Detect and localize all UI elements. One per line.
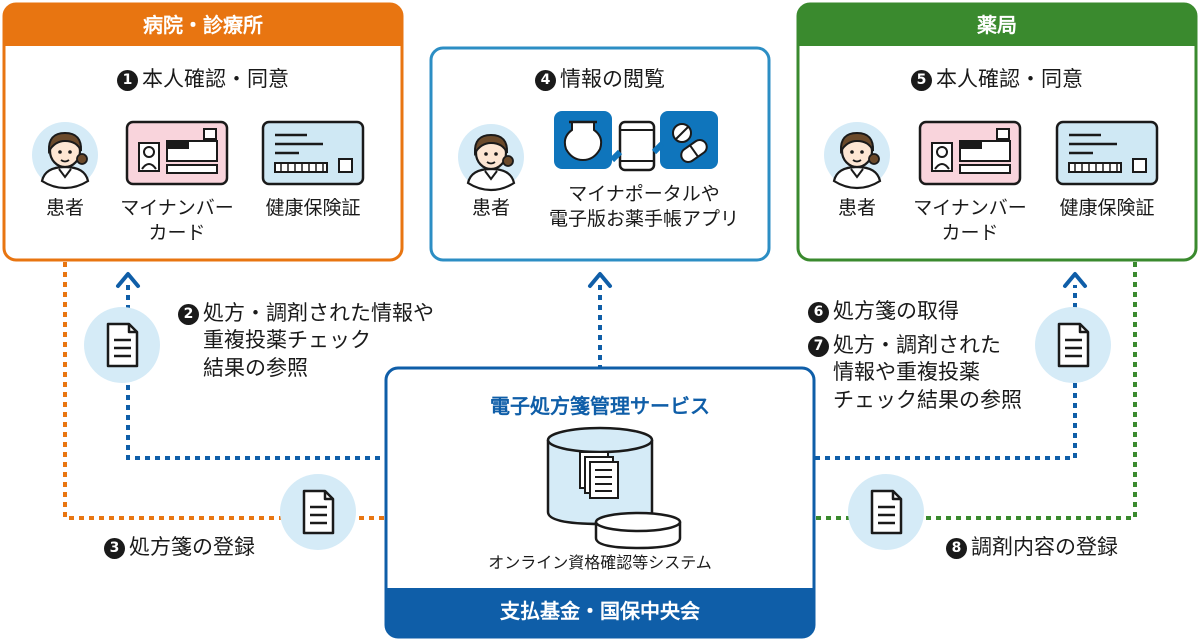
insurance-card-label: 健康保険証 — [1059, 197, 1155, 219]
step-number-badge: 8 — [946, 538, 967, 559]
step-number-badge: 3 — [104, 538, 125, 559]
document-icon — [82, 305, 162, 385]
step-number-badge: 5 — [911, 70, 932, 91]
service-footer: 支払基金・国保中央会 — [500, 599, 700, 623]
service-title: 電子処方箋管理サービス — [490, 394, 710, 418]
patient-label: 患者 — [45, 197, 84, 219]
patient-label: 患者 — [471, 197, 510, 219]
document-icon — [846, 472, 926, 552]
database-icon — [546, 426, 682, 550]
mynumber-card-icon — [918, 120, 1022, 186]
patient-icon — [456, 122, 526, 192]
step-number-badge: 1 — [117, 70, 138, 91]
patient-label: 患者 — [837, 197, 876, 219]
system-label: オンライン資格確認等システム — [488, 553, 712, 572]
step-number-badge: 4 — [535, 70, 556, 91]
step-label: 調剤内容の登録 — [971, 535, 1118, 559]
mynumber-card-label: マイナンバー カード — [120, 197, 234, 244]
step-number-badge: 2 — [178, 304, 199, 325]
step-label: 本人確認・同意 — [936, 67, 1083, 91]
pharmacy-title: 薬局 — [977, 13, 1017, 37]
insurance-card-icon — [1055, 120, 1159, 186]
step-label: 処方箋の取得 — [833, 299, 959, 323]
step-label: 本人確認・同意 — [142, 67, 289, 91]
medicine-app-label: マイナポータルや 電子版お薬手帳アプリ — [548, 183, 739, 230]
insurance-card-icon — [261, 120, 365, 186]
arrow-up-pharmacy — [1063, 272, 1087, 288]
document-icon — [1033, 305, 1113, 385]
medicine-app-icon — [554, 111, 718, 172]
insurance-card-label: 健康保険証 — [265, 197, 361, 219]
step-label: 処方箋の登録 — [129, 535, 255, 559]
step-label: 処方・調剤された情報や 重複投薬チェック 結果の参照 — [203, 301, 434, 380]
mynumber-card-label: マイナンバー カード — [913, 197, 1027, 244]
arrow-up-hospital — [116, 272, 140, 288]
step-label: 処方・調剤された 情報や重複投薬 チェック結果の参照 — [833, 333, 1022, 412]
step-label: 情報の閲覧 — [560, 67, 665, 91]
step-number-badge: 6 — [808, 302, 829, 323]
document-icon — [278, 472, 358, 552]
patient-icon — [30, 120, 100, 190]
mynumber-card-icon — [125, 120, 229, 186]
patient-icon — [822, 120, 892, 190]
step-number-badge: 7 — [808, 336, 829, 357]
arrow-up-portal — [588, 272, 612, 288]
hospital-title: 病院・診療所 — [143, 13, 263, 37]
